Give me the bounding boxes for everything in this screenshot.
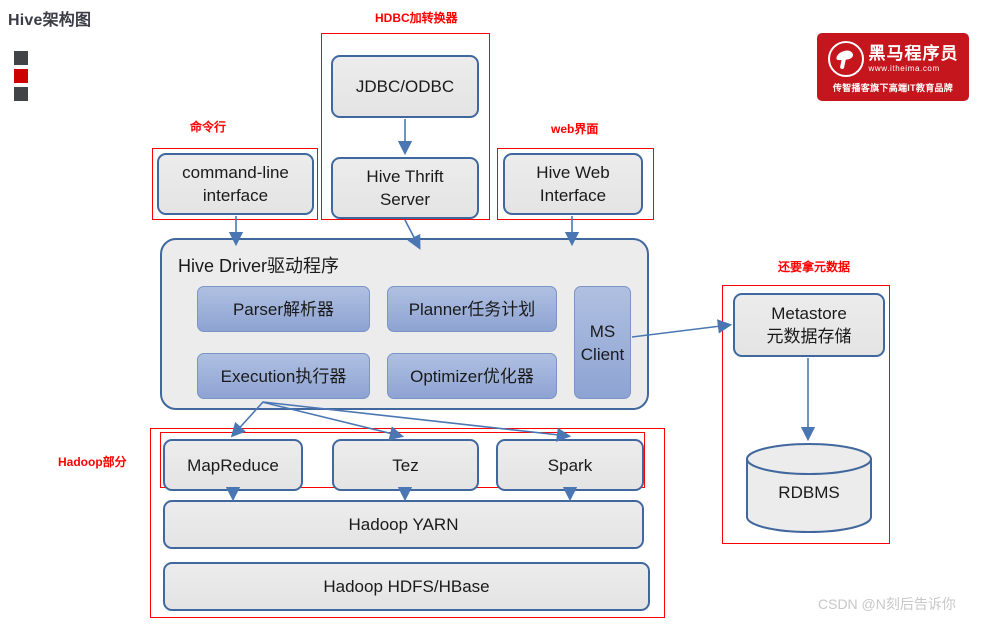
itheima-logo: 黑马程序员 www.itheima.com 传智播客旗下高端IT教育品牌 — [817, 33, 969, 101]
node-ms-client-label-line2: Client — [580, 344, 625, 364]
decorative-square-top — [14, 51, 28, 65]
hive-driver-title: Hive Driver驱动程序 — [178, 256, 340, 276]
node-hadoop-yarn[interactable]: Hadoop YARN — [163, 500, 644, 549]
node-optimizer[interactable]: Optimizer优化器 — [387, 353, 557, 399]
node-hive-thrift-server-label-line2: Server — [379, 190, 431, 209]
node-hive-web-interface[interactable]: Hive Web Interface — [503, 153, 643, 215]
logo-row: 黑马程序员 www.itheima.com — [817, 39, 969, 79]
decorative-square-middle — [14, 69, 28, 83]
annotation-web: web界面 — [551, 122, 599, 136]
node-tez[interactable]: Tez — [332, 439, 479, 491]
node-execution[interactable]: Execution执行器 — [197, 353, 370, 399]
annotation-hadoop: Hadoop部分 — [58, 455, 127, 469]
node-jdbc-odbc-label: JDBC/ODBC — [355, 77, 455, 96]
node-hadoop-hdfs-hbase[interactable]: Hadoop HDFS/HBase — [163, 562, 650, 611]
node-hive-thrift-server-label-line1: Hive Thrift — [366, 167, 444, 186]
node-mapreduce-label: MapReduce — [187, 455, 279, 475]
node-hive-web-interface-label-line1: Hive Web — [536, 163, 610, 182]
node-command-line-interface-label-line1: command-line — [182, 163, 289, 182]
logo-tagline: 传智播客旗下高端IT教育品牌 — [832, 83, 954, 93]
node-metastore[interactable]: Metastore 元数据存储 — [733, 293, 885, 357]
logo-text: 黑马程序员 www.itheima.com — [869, 44, 959, 74]
node-metastore-label-line1: Metastore — [771, 304, 847, 323]
node-command-line-interface[interactable]: command-line interface — [157, 153, 314, 215]
logo-url: www.itheima.com — [868, 64, 940, 73]
redbox-hdbc — [321, 33, 490, 220]
horse-head-icon — [827, 41, 864, 77]
page-title: Hive架构图 — [8, 12, 92, 29]
node-spark[interactable]: Spark — [496, 439, 644, 491]
node-parser-label: Parser解析器 — [232, 299, 335, 319]
node-metastore-label-line2: 元数据存储 — [766, 327, 852, 346]
node-hadoop-hdfs-hbase-label: Hadoop HDFS/HBase — [323, 577, 490, 596]
node-jdbc-odbc[interactable]: JDBC/ODBC — [331, 55, 479, 118]
node-command-line-interface-label-line2: interface — [202, 186, 269, 205]
node-optimizer-label: Optimizer优化器 — [410, 366, 534, 386]
node-execution-label: Execution执行器 — [220, 366, 347, 386]
node-planner[interactable]: Planner任务计划 — [387, 286, 557, 332]
node-hive-thrift-server[interactable]: Hive Thrift Server — [331, 157, 479, 219]
node-spark-label: Spark — [547, 455, 593, 475]
logo-brand-name: 黑马程序员 — [868, 44, 959, 63]
node-rdbms-label: RDBMS — [778, 483, 840, 502]
annotation-hdbc: HDBC加转换器 — [375, 11, 458, 25]
node-planner-label: Planner任务计划 — [408, 299, 536, 319]
redbox-cli — [152, 148, 318, 220]
node-ms-client[interactable]: MS Client — [574, 286, 631, 399]
decorative-square-bottom — [14, 87, 28, 101]
cylinder-shape-icon — [746, 443, 872, 533]
annotation-metadata: 还要拿元数据 — [778, 260, 851, 274]
node-parser[interactable]: Parser解析器 — [197, 286, 370, 332]
node-tez-label: Tez — [392, 455, 419, 475]
node-hadoop-yarn-label: Hadoop YARN — [348, 515, 459, 534]
node-hive-web-interface-label-line2: Interface — [539, 186, 607, 205]
redbox-web — [497, 148, 654, 220]
redbox-metadata — [722, 285, 890, 544]
annotation-cli: 命令行 — [190, 120, 227, 134]
node-rdbms[interactable]: RDBMS — [745, 443, 873, 533]
node-mapreduce[interactable]: MapReduce — [163, 439, 303, 491]
csdn-watermark: CSDN @N刻后告诉你 — [818, 596, 956, 612]
node-ms-client-label-line1: MS — [589, 321, 616, 341]
